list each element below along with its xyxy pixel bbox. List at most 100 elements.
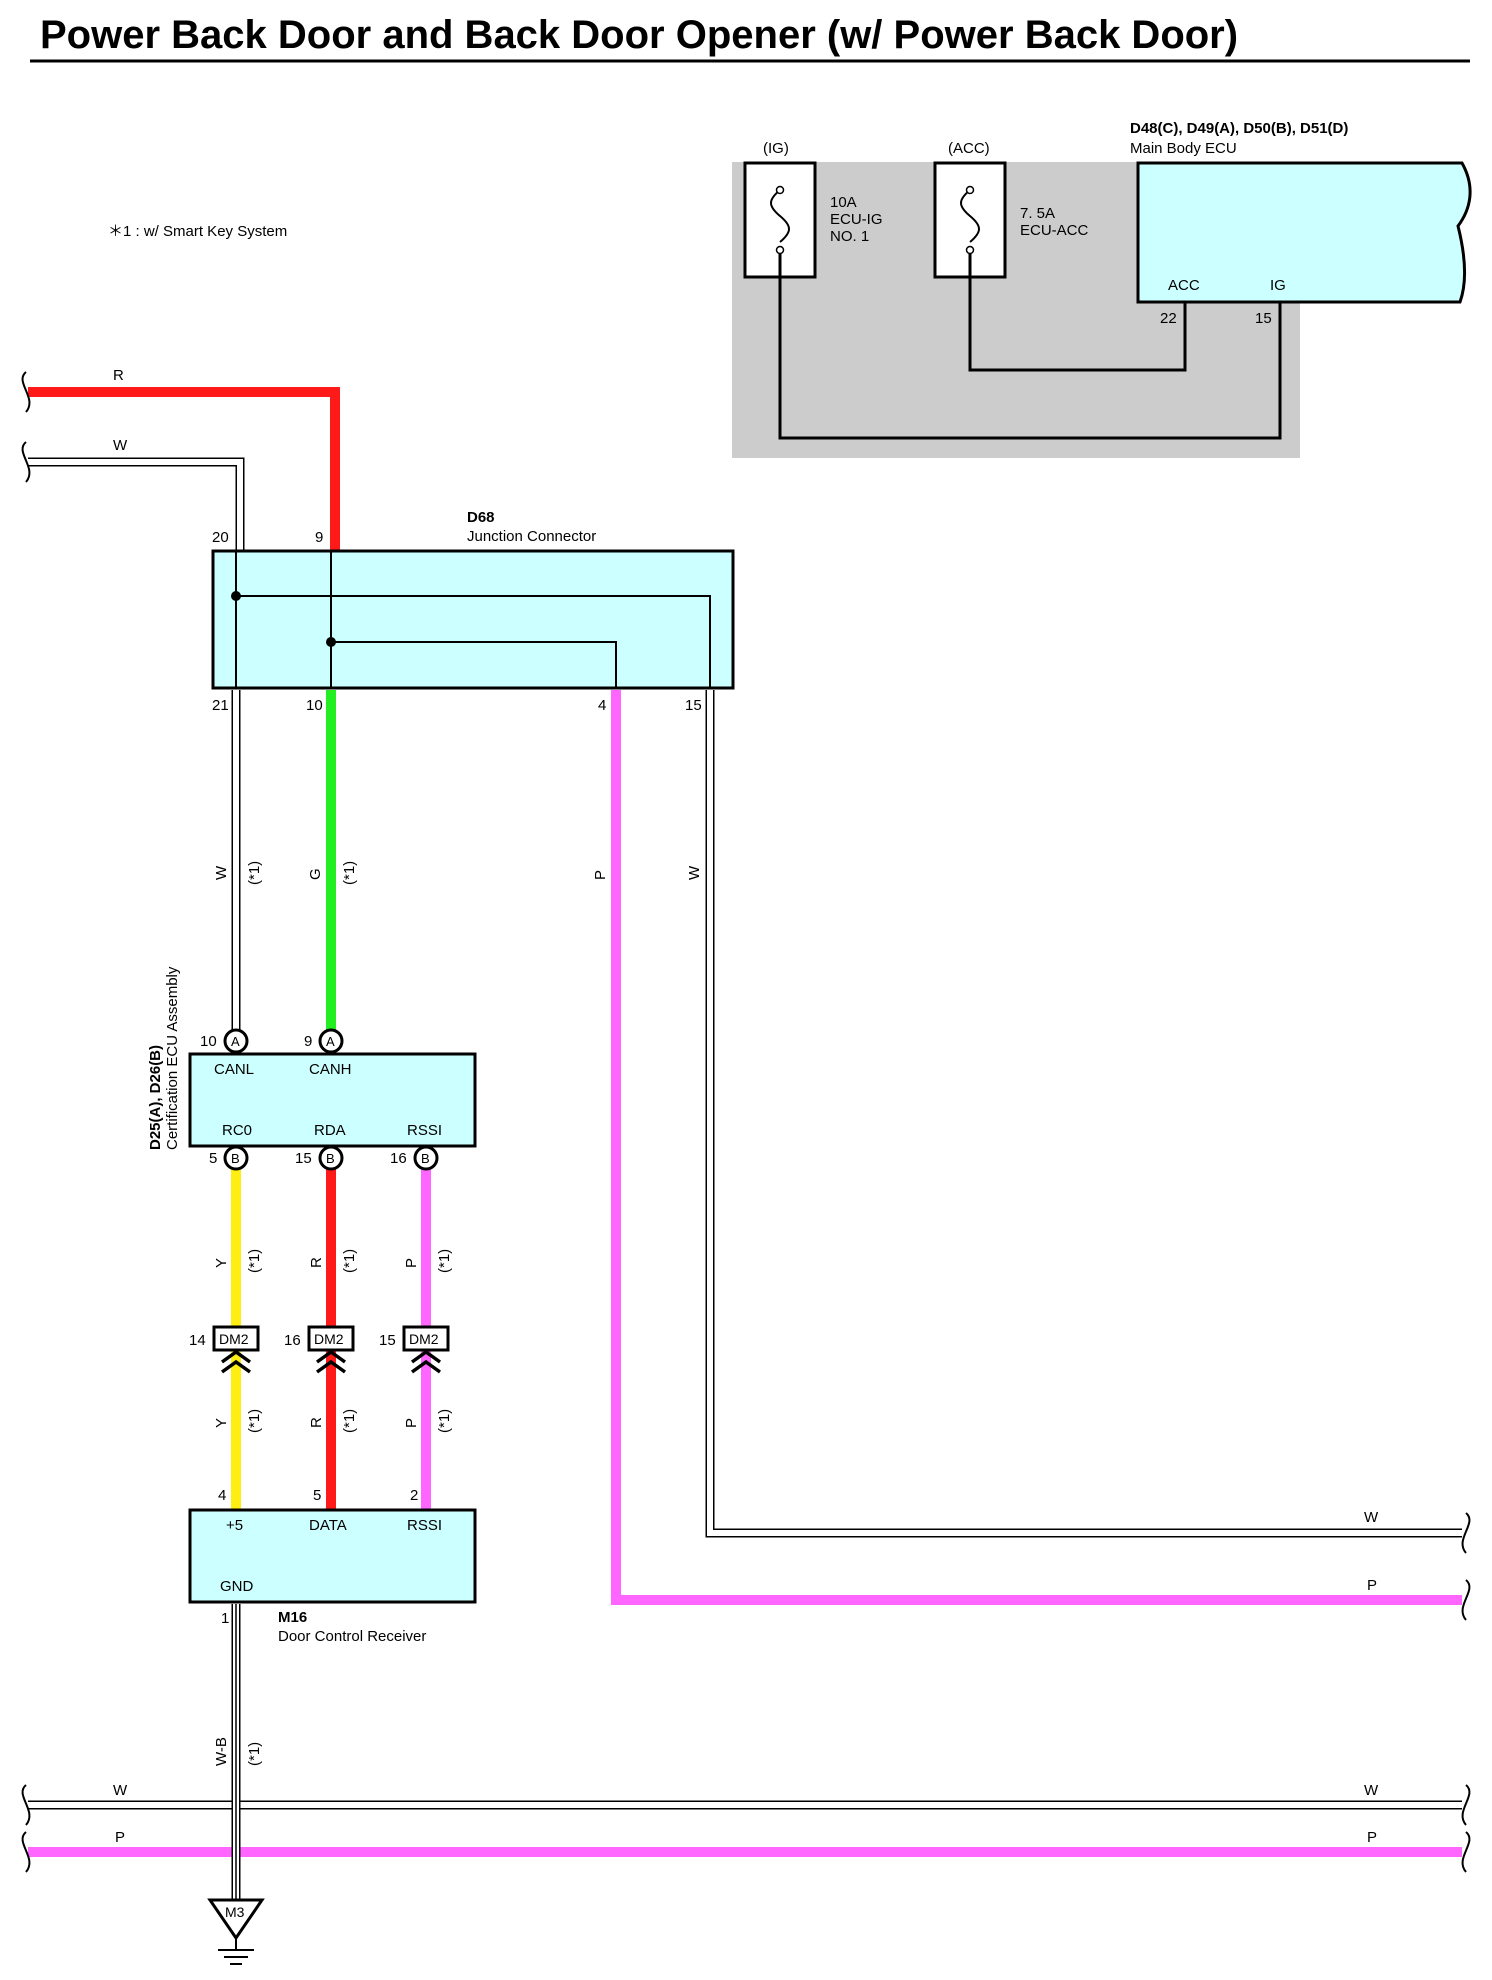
incoming-wires: R W (21, 367, 340, 552)
r-wire-label-1: R (308, 1257, 325, 1268)
break-mark-bl-w (21, 1784, 31, 1826)
fuse-ig-rating: 10A (830, 194, 857, 211)
fuse-ig-position: (IG) (763, 140, 789, 157)
y-wire-opt-1: (*1) (246, 1249, 263, 1273)
dcr-gnd-pin: 1 (221, 1610, 229, 1627)
cert-conn-a2 (318, 1028, 344, 1054)
jc-box (211, 549, 735, 690)
dm2-pin-16: 16 (284, 1332, 301, 1349)
break-mark-white (21, 441, 31, 483)
jc-output-wires: W (*1) G (*1) P W W P (213, 690, 1471, 1621)
w-wire-canl-opt: (*1) (246, 861, 263, 885)
cert-conn-b3-label: B (421, 1151, 430, 1166)
fuse-acc-icon (960, 189, 980, 243)
cert-conn-b2 (318, 1145, 344, 1171)
page-title: Power Back Door and Back Door Opener (w/… (40, 13, 1238, 57)
dm2-name-2: DM2 (314, 1331, 344, 1347)
ecu-ig-pin: 15 (1255, 310, 1272, 327)
red-wire-label: R (113, 367, 124, 384)
jc-pin-10: 10 (306, 697, 323, 714)
wb-wire-opt: (*1) (246, 1742, 263, 1766)
p-wire-right-label: P (1367, 1577, 1377, 1594)
bottom-w-left-label: W (113, 1782, 128, 1799)
g-wire-opt: (*1) (341, 861, 358, 885)
jc-internal-r2 (331, 641, 617, 688)
cert-bottom-connectors: 5 B 15 B 16 B (209, 1145, 439, 1171)
dm2-name-1: DM2 (219, 1331, 249, 1347)
dm2-pin-14: 14 (189, 1332, 206, 1349)
dcr-pin-4: 4 (218, 1487, 226, 1504)
main-body-ecu: D48(C), D49(A), D50(B), D51(D) Main Body… (1130, 120, 1472, 327)
dcr-gnd-label: GND (220, 1578, 254, 1595)
r-wire-opt-2: (*1) (341, 1409, 358, 1433)
cert-ecu-connectors: D25(A), D26(B) (147, 1045, 164, 1150)
acc-wire (968, 253, 1187, 372)
door-control-receiver: 4 5 2 +5 DATA RSSI GND 1 M16 Door Contro… (188, 1487, 477, 1645)
w-wire-long-label: W (686, 865, 703, 880)
g-wire-label: G (307, 868, 324, 880)
cert-conn-b2-label: B (326, 1151, 335, 1166)
dcr-connector-id: M16 (278, 1609, 307, 1626)
fuse-ig-name-2: NO. 1 (830, 228, 869, 245)
dm2-arrows-2 (315, 1349, 347, 1374)
jc-splice-w (231, 591, 241, 601)
jc-pin-4: 4 (598, 697, 606, 714)
dm2-name-3: DM2 (409, 1331, 439, 1347)
cert-rssi-label: RSSI (407, 1122, 442, 1139)
y-wire-opt-2: (*1) (246, 1409, 263, 1433)
main-body-ecu-box (1136, 161, 1472, 304)
junction-connector: D68 Junction Connector 20 9 21 10 4 15 (211, 509, 735, 714)
ecu-ig-label: IG (1270, 277, 1286, 294)
jc-internal-w2 (236, 595, 711, 688)
bottom-w-right-label: W (1364, 1782, 1379, 1799)
cert-pin-5: 5 (209, 1150, 217, 1167)
break-mark-br-p (1461, 1831, 1471, 1873)
cert-conn-a1-label: A (231, 1034, 240, 1049)
break-mark-bl-p (21, 1831, 31, 1873)
dm2-connectors: 14 DM2 16 DM2 15 DM2 (189, 1325, 450, 1374)
bottom-p-left-label: P (115, 1829, 125, 1846)
cert-ecu-box (188, 1052, 477, 1148)
p-wire-opt-2: (*1) (436, 1409, 453, 1433)
jc-name: Junction Connector (467, 528, 596, 545)
main-body-ecu-name: Main Body ECU (1130, 140, 1237, 157)
ground-triangle (207, 1898, 265, 1941)
red-wire-top (28, 387, 340, 552)
white-wire-top-inner (28, 459, 243, 552)
bottom-p-right-label: P (1367, 1829, 1377, 1846)
cert-conn-b1 (223, 1145, 249, 1171)
dm2-arrows-1 (220, 1349, 252, 1374)
certification-ecu: D25(A), D26(B) Certification ECU Assembl… (147, 966, 477, 1150)
jc-pin-9: 9 (315, 529, 323, 546)
cert-conn-a2-label: A (326, 1034, 335, 1049)
cert-rda-label: RDA (314, 1122, 346, 1139)
dcr-name: Door Control Receiver (278, 1628, 426, 1645)
p-wire-opt-1: (*1) (436, 1249, 453, 1273)
fuse-acc-position: (ACC) (948, 140, 990, 157)
jc-pin-21: 21 (212, 697, 229, 714)
dcr-pin-2: 2 (410, 1487, 418, 1504)
jc-connector-id: D68 (467, 509, 495, 526)
r-wire-opt-1: (*1) (341, 1249, 358, 1273)
jc-pin-20: 20 (212, 529, 229, 546)
break-mark-red (21, 371, 31, 413)
w-wire-right-label: W (1364, 1509, 1379, 1526)
main-body-ecu-connectors: D48(C), D49(A), D50(B), D51(D) (1130, 120, 1348, 137)
r-wire-label-2: R (308, 1417, 325, 1428)
ig-wire (778, 253, 1282, 440)
cert-conn-a1 (223, 1028, 249, 1054)
cert-conn-b3 (413, 1145, 439, 1171)
cert-conn-b1-label: B (231, 1151, 240, 1166)
cert-pin-15: 15 (295, 1150, 312, 1167)
fuse-ig-icon (770, 189, 790, 243)
cert-ecu-name: Certification ECU Assembly (164, 966, 181, 1150)
bottom-bus-wires: W P W P (21, 1782, 1471, 1873)
w-wire-canl-label: W (213, 865, 230, 880)
ground-circuit: W-B (*1) M3 (207, 1604, 265, 1965)
dcr-pin-5: 5 (313, 1487, 321, 1504)
fuse-acc-rating: 7. 5A (1020, 205, 1055, 222)
cert-pin-10: 10 (200, 1033, 217, 1050)
y-wire-label-1: Y (213, 1258, 230, 1268)
smart-key-note: ＊1 : w/ Smart Key System (108, 223, 287, 240)
